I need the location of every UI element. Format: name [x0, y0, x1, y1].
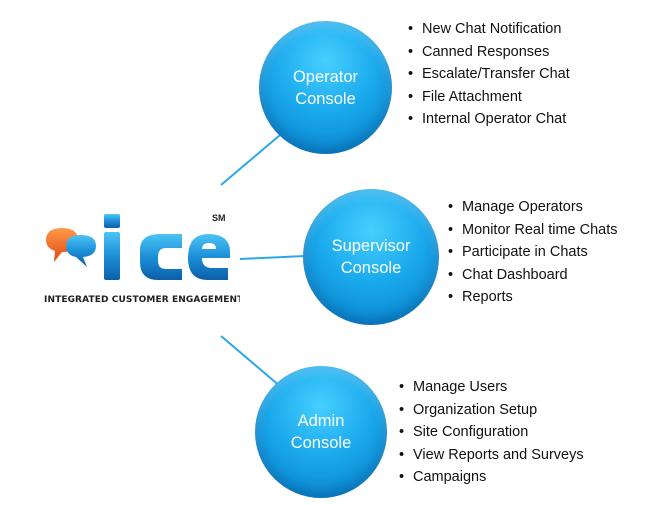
list-item: Manage Operators — [448, 196, 618, 219]
list-item: Chat Dashboard — [448, 264, 618, 287]
supervisor-console-title-line1: Supervisor — [331, 237, 411, 255]
supervisor-console-bubble: Supervisor Console — [303, 189, 439, 325]
admin-console-title-line1: Admin — [297, 412, 345, 430]
admin-console-bubble: Admin Console — [255, 366, 387, 498]
list-item: Escalate/Transfer Chat — [408, 63, 570, 86]
list-item: Organization Setup — [399, 399, 584, 422]
operator-console-title-line1: Operator — [292, 67, 359, 86]
list-item: Manage Users — [399, 376, 584, 399]
operator-console-title-line2: Console — [295, 89, 356, 108]
connector-operator — [220, 129, 287, 186]
admin-console-title-line2: Console — [290, 434, 352, 452]
list-item: Reports — [448, 286, 618, 309]
list-item: View Reports and Surveys — [399, 444, 584, 467]
speech-bubble-icon — [46, 228, 96, 267]
list-item: New Chat Notification — [408, 18, 570, 41]
service-mark: SM — [212, 213, 226, 223]
list-item: Participate in Chats — [448, 241, 618, 264]
list-item: Campaigns — [399, 466, 584, 489]
connector-admin — [220, 335, 282, 388]
operator-feature-list: New Chat Notification Canned Responses E… — [408, 18, 570, 131]
list-item: Internal Operator Chat — [408, 108, 570, 131]
list-item: File Attachment — [408, 86, 570, 109]
operator-console-bubble: Operator Console — [259, 21, 392, 154]
supervisor-feature-list: Manage Operators Monitor Real time Chats… — [448, 196, 618, 309]
ice-logo: SM INTEGRATED CUSTOMER ENGAGEMENT — [44, 213, 240, 305]
logo-tagline: INTEGRATED CUSTOMER ENGAGEMENT — [44, 295, 240, 305]
list-item: Site Configuration — [399, 421, 584, 444]
list-item: Canned Responses — [408, 41, 570, 64]
connector-supervisor — [239, 255, 306, 260]
list-item: Monitor Real time Chats — [448, 219, 618, 242]
ice-wordmark — [104, 214, 230, 280]
admin-feature-list: Manage Users Organization Setup Site Con… — [399, 376, 584, 489]
supervisor-console-title-line2: Console — [340, 259, 402, 277]
